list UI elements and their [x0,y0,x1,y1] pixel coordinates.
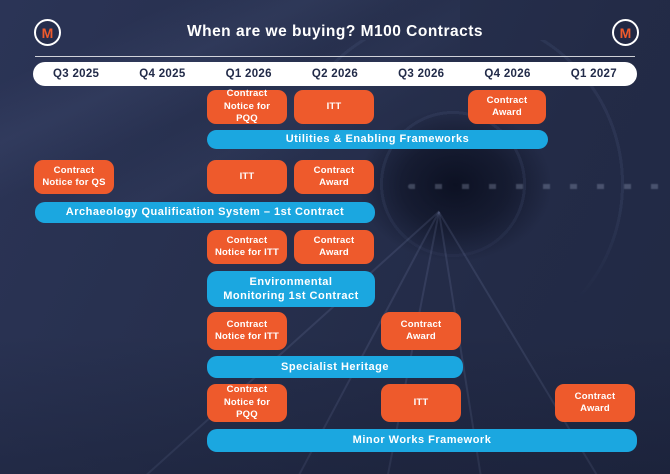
logo-letter: M [619,24,632,41]
milestone-minorworks-contract-award: Contract Award [555,384,635,422]
milestone-environmental-contract-award: Contract Award [294,230,374,264]
m-roundel-icon: M [612,19,639,46]
header-divider [35,56,635,57]
quarter-label-q4-2025: Q4 2025 [139,68,186,80]
framework-bar-utilities-enabling: Utilities & Enabling Frameworks [207,130,548,149]
page-title: When are we buying? M100 Contracts [186,23,484,40]
quarter-label-q4-2026: Q4 2026 [484,68,531,80]
milestone-archaeology-contract-notice-qs: Contract Notice for QS [34,160,114,194]
milestone-utilities-contract-notice-pqq: Contract Notice for PQQ [207,88,287,124]
quarter-label-q3-2026: Q3 2026 [398,68,445,80]
milestone-minorworks-itt: ITT [381,384,461,422]
framework-bar-specialist-heritage: Specialist Heritage [207,356,463,378]
framework-bar-minor-works: Minor Works Framework [207,429,637,452]
milestone-archaeology-itt: ITT [207,160,287,194]
quarter-label-q1-2027: Q1 2027 [570,68,617,80]
quarter-label-q1-2026: Q1 2026 [225,68,272,80]
milestone-utilities-itt: ITT [294,90,374,124]
logo-letter: M [41,24,54,41]
framework-bar-archaeology-qualification: Archaeology Qualification System – 1st C… [35,202,375,223]
m-roundel-icon: M [34,19,61,46]
timeline-quarters-bar: Q3 2025 Q4 2025 Q1 2026 Q2 2026 Q3 2026 … [33,62,637,86]
milestone-heritage-contract-notice-itt: Contract Notice for ITT [207,312,287,350]
background-tunnel-lights [408,184,660,189]
milestone-environmental-contract-notice-itt: Contract Notice for ITT [207,230,287,264]
milestone-utilities-contract-award: Contract Award [468,90,546,124]
milestone-minorworks-contract-notice-pqq: Contract Notice for PQQ [207,384,287,422]
milestone-heritage-contract-award: Contract Award [381,312,461,350]
milestone-archaeology-contract-award: Contract Award [294,160,374,194]
quarter-label-q3-2025: Q3 2025 [53,68,100,80]
quarter-label-q2-2026: Q2 2026 [311,68,359,80]
framework-bar-environmental-monitoring: Environmental Monitoring 1st Contract [207,271,375,307]
